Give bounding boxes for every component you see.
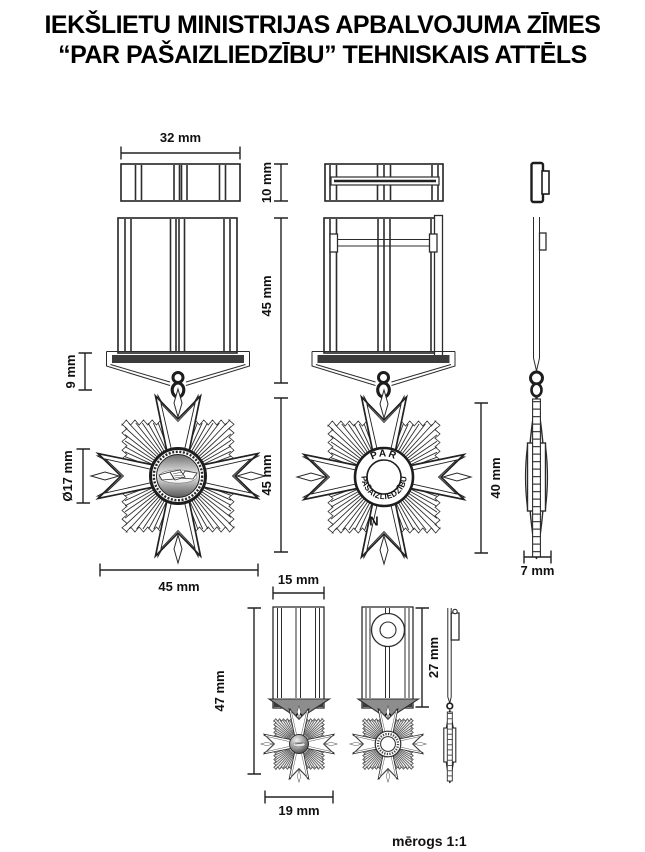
obverse-ribbon-band: [112, 355, 244, 363]
side-bar-clasp: [541, 170, 550, 195]
obverse-medallion: [149, 447, 207, 505]
title-line-2: “PAR PAŠAIZLIEDZĪBU” TEHNISKAIS ATTĒLS: [58, 41, 587, 69]
reverse-inscription-top: PAR: [369, 448, 399, 462]
page-title: IEKŠLIETU MINISTRIJAS APBALVOJUMA ZĪMES …: [0, 10, 645, 70]
scale-note: mērogs 1:1: [392, 833, 467, 849]
dim-star-height: 45 mm: [259, 454, 274, 495]
dim-mini-ribbon-height: 27 mm: [426, 637, 441, 678]
reverse-view: PAR PAŠAIZLIEDZĪBU N: [297, 163, 471, 564]
mini-reverse-medallion: [374, 730, 402, 758]
mini-side-clasp: [450, 612, 460, 641]
side-ribbon-flap: [538, 232, 547, 251]
dim-ribbon-bar-height: 10 mm: [259, 162, 274, 203]
obverse-ribbon: [117, 217, 238, 354]
maker-mark: N: [369, 514, 378, 529]
rope-border: [152, 450, 204, 502]
side-ring: [529, 370, 544, 386]
side-loop: [530, 382, 543, 398]
dim-mini-star-width: 19 mm: [278, 803, 319, 818]
reverse-suspension-ring: [377, 371, 390, 384]
side-medal-profile: [524, 394, 549, 560]
obverse-view: [91, 163, 265, 563]
obverse-suspension-ring: [171, 371, 185, 384]
mini-side-ribbon: [447, 608, 452, 704]
dim-medallion-diameter: Ø17 mm: [60, 450, 75, 501]
dimension-lines: [76, 146, 552, 804]
miniature-reverse-view: [350, 606, 427, 782]
obverse-ribbon-bar: [120, 163, 241, 202]
mini-side-ring: [446, 702, 454, 710]
handshake-icon: [158, 469, 198, 481]
dim-side-thickness: 7 mm: [521, 563, 555, 578]
reverse-medallion: PAR PAŠAIZLIEDZĪBU: [353, 446, 415, 508]
dim-mini-ribbon-width: 15 mm: [278, 572, 319, 587]
miniature-side-view: [443, 608, 460, 784]
mini-obverse-ribbon: [272, 606, 325, 709]
title-line-1: IEKŠLIETU MINISTRIJAS APBALVOJUMA ZĪMES: [44, 11, 601, 39]
dim-ribbon-height: 45 mm: [259, 275, 274, 316]
dim-ribbon-bar-width: 32 mm: [160, 130, 201, 145]
dim-star-width: 45 mm: [158, 579, 199, 594]
suspension-crossbar: [331, 239, 437, 247]
mini-side-medal-profile: [443, 709, 457, 784]
dim-mini-total-height: 47 mm: [212, 670, 227, 711]
mini-obverse-medallion: [289, 734, 309, 754]
dimension-labels: 32 mm 10 mm 45 mm 45 mm 9 mm Ø17 mm 45 m…: [60, 130, 554, 818]
reverse-ribbon-band: [317, 355, 450, 363]
dim-reverse-star-height: 40 mm: [488, 457, 503, 498]
dim-ribbon-fold-height: 9 mm: [63, 355, 78, 389]
side-ribbon: [533, 217, 540, 372]
mini-inscription-marks: [376, 732, 400, 756]
side-view: [524, 161, 550, 560]
miniature-obverse-view: [261, 606, 338, 782]
reverse-ribbon: [323, 217, 443, 354]
